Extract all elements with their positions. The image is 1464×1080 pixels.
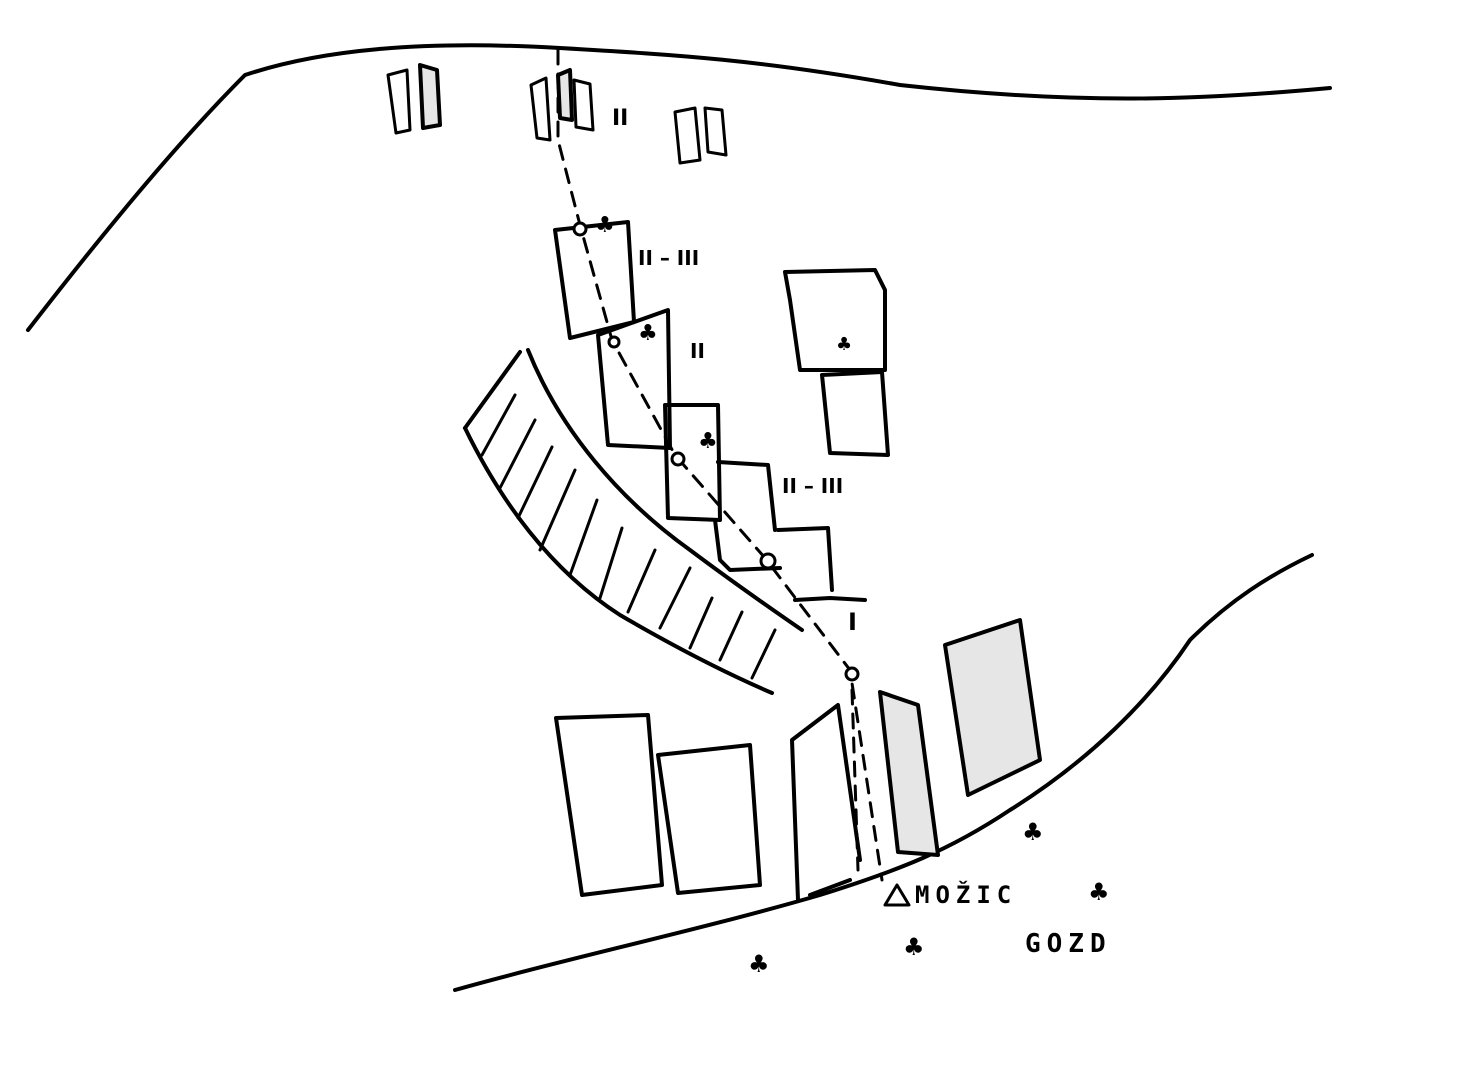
- curved-terrace: [463, 348, 804, 695]
- upper-terrain-line: [26, 43, 1332, 332]
- zone-label-middle: II: [690, 339, 705, 363]
- route-node-1: [572, 221, 588, 237]
- top-buildings: [386, 63, 728, 165]
- route-node-5: [844, 666, 860, 682]
- route-node-3: [670, 451, 686, 467]
- zone-label-lower: II – III: [782, 474, 843, 498]
- tree-icon: ♣: [595, 213, 615, 238]
- tree-symbols: ♣ ♣ ♣ ♣ ♣ ♣ ♣ ♣: [595, 213, 1110, 978]
- zone-label-top: II: [612, 106, 628, 131]
- triangle-marker-icon: [883, 883, 911, 907]
- tree-icon: ♣: [1022, 818, 1044, 846]
- tree-icon: ♣: [1088, 878, 1110, 906]
- tree-icon: ♣: [698, 429, 718, 454]
- place-name-gozd: GOZD: [1025, 929, 1112, 959]
- zone-label-bottom: I: [848, 608, 857, 636]
- place-name-mozic: MOŽIC: [915, 880, 1017, 909]
- bottom-buildings: [554, 618, 1042, 902]
- zone-label-upper: II – III: [638, 246, 699, 270]
- tree-icon: ♣: [638, 321, 658, 346]
- dashed-route: [556, 48, 884, 882]
- stepped-building-chain: [553, 220, 867, 602]
- tree-icon: ♣: [903, 933, 925, 961]
- tree-icon: ♣: [748, 950, 770, 978]
- route-node-2: [607, 335, 621, 349]
- route-node-4: [759, 552, 777, 570]
- right-buildings: [783, 268, 890, 457]
- lower-terrain-line: [453, 553, 1314, 992]
- tree-icon: ♣: [836, 334, 852, 355]
